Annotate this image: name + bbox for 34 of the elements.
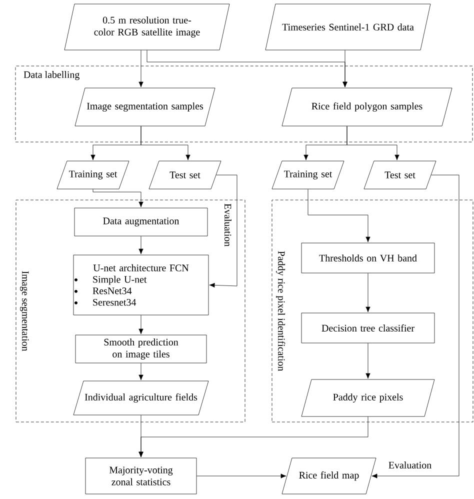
arrow	[209, 174, 238, 288]
arrow	[138, 315, 144, 334]
data-parallelogram: Training set	[56, 160, 130, 190]
arrow	[92, 189, 144, 208]
arrow	[140, 126, 190, 160]
process-box: Thresholds on VH band	[301, 242, 435, 274]
data-parallelogram: Rice field polygon samples	[282, 88, 452, 126]
arrow	[342, 50, 348, 88]
arrow	[308, 189, 370, 242]
data-parallelogram: Image segmentation samples	[74, 88, 216, 126]
data-parallelogram: Training set	[272, 160, 344, 190]
process-box: Data augmentation	[74, 208, 208, 236]
edge-label: Evaluation	[224, 204, 232, 246]
arrow	[366, 343, 370, 379]
process-box: U-net architecture FCN Simple U-net ResNet34 Seresnet34	[73, 254, 209, 316]
arrow	[366, 273, 370, 312]
data-parallelogram: Individual agriculture fields	[73, 380, 209, 416]
data-parallelogram: Timeseries Sentinel-1 GRD data	[265, 4, 431, 50]
process-box: Majority-voting zonal statistics	[85, 458, 197, 494]
arrow	[138, 416, 368, 458]
arrow	[138, 50, 144, 88]
arrow	[138, 363, 144, 380]
arrow	[346, 126, 400, 160]
arrow	[372, 174, 460, 478]
process-box: Decision tree classifier	[301, 312, 435, 344]
arrow	[196, 474, 286, 478]
data-parallelogram: Test set	[364, 160, 436, 190]
edge-label: Evaluation	[388, 461, 432, 468]
data-parallelogram: Test set	[148, 160, 222, 190]
data-parallelogram: Rice field map	[282, 458, 376, 494]
data-parallelogram: 0.5 m resolution true-color RGB satellite image	[64, 4, 230, 50]
arrow	[138, 236, 144, 254]
process-box: Smooth prediction on image tiles	[75, 334, 207, 364]
data-parallelogram: Paddy rice pixels	[301, 379, 435, 417]
